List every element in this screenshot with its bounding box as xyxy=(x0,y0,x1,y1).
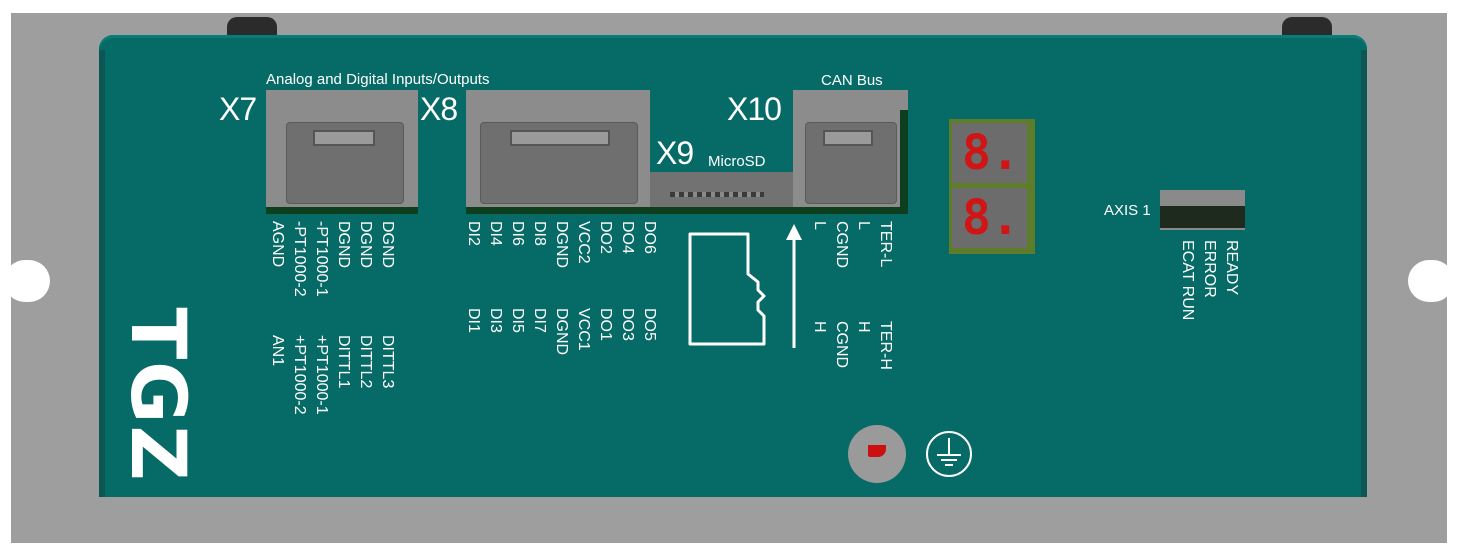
digit-bottom-value: 8. xyxy=(962,190,1020,246)
connector-x10-latch xyxy=(823,130,873,146)
rotary-switch-pointer xyxy=(868,445,886,457)
can-bus-caption: CAN Bus xyxy=(821,72,883,89)
seven-segment-digit-top: 8. xyxy=(952,123,1027,183)
connector-x9-label: X9 xyxy=(656,135,694,171)
connector-x10-label: X10 xyxy=(727,91,782,127)
connector-x7-latch xyxy=(313,130,375,146)
microsd-slot[interactable] xyxy=(650,172,798,210)
seven-segment-digit-bottom: 8. xyxy=(952,188,1027,248)
connector-x8-latch xyxy=(510,130,610,146)
connector-x10-base xyxy=(793,207,908,214)
mounting-slot-right xyxy=(1408,260,1454,302)
microsd-card-icon xyxy=(688,232,766,346)
panel-left-edge xyxy=(99,50,105,497)
connector-x8-x9-base xyxy=(466,207,798,214)
connector-x7-base xyxy=(266,207,418,214)
brand-logo: TGZ xyxy=(114,307,203,483)
connector-x10-side xyxy=(900,110,908,214)
digit-top-value: 8. xyxy=(962,125,1020,181)
panel-right-edge xyxy=(1361,50,1367,497)
connector-x8-label: X8 xyxy=(420,91,458,127)
insert-direction-arrow-icon xyxy=(786,224,802,348)
ground-symbol-icon xyxy=(926,431,972,477)
connector-x7-label: X7 xyxy=(219,91,257,127)
brand-logo-box: TGZ xyxy=(114,300,203,490)
microsd-caption: MicroSD xyxy=(708,153,766,170)
io-caption: Analog and Digital Inputs/Outputs xyxy=(266,71,490,88)
mounting-slot-left xyxy=(4,260,50,302)
microsd-slot-contacts xyxy=(670,192,764,197)
rotary-switch[interactable] xyxy=(848,425,906,483)
axis-label: AXIS 1 xyxy=(1104,202,1151,219)
status-led-window xyxy=(1160,206,1245,228)
